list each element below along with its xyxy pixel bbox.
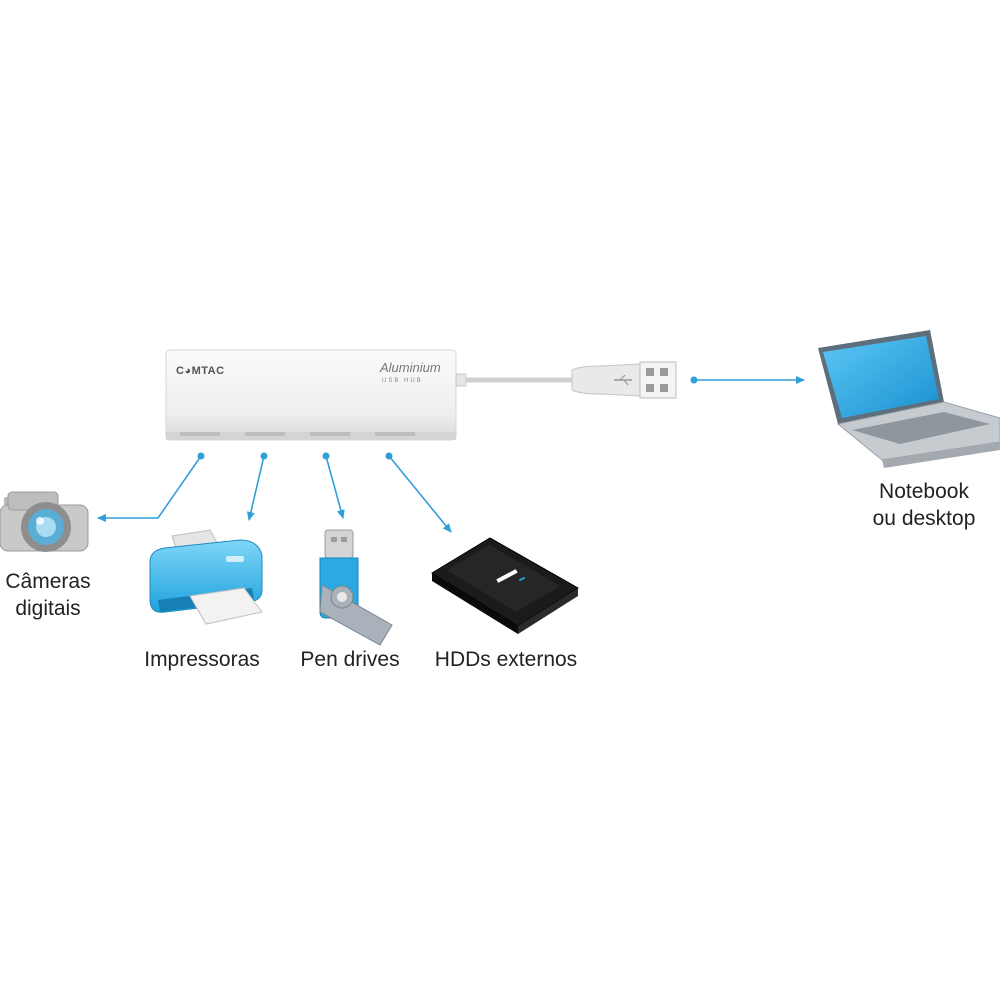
label-hdds: HDDs externos [434, 648, 578, 671]
usb-hub: C◕MTAC Aluminium USB HUB [165, 349, 457, 441]
printer-icon [149, 529, 263, 625]
external-hdd-icon [431, 537, 579, 634]
arrow-cameras [97, 452, 205, 522]
arrow-printers [246, 452, 268, 521]
camera-icon [0, 491, 89, 552]
connection-arrows [97, 376, 805, 533]
laptop-icon [818, 330, 1000, 468]
arrow-notebook [690, 376, 805, 384]
usb-symbol-icon [614, 374, 632, 386]
label-pen-drives: Pen drives [300, 648, 400, 671]
hub-brand-logo: C◕MTAC [176, 365, 225, 377]
pen-drive-icon [319, 529, 393, 646]
label-printers: Impressoras [144, 648, 260, 671]
arrow-hdds [385, 452, 452, 533]
usb-cable [455, 361, 677, 399]
label-notebook: Notebook ou desktop [872, 480, 976, 530]
arrow-pen-drives [322, 452, 345, 519]
label-cameras: Câmeras digitais [5, 570, 91, 620]
hub-model-subtitle: USB HUB [382, 378, 423, 384]
hub-model-name: Aluminium [379, 360, 441, 375]
